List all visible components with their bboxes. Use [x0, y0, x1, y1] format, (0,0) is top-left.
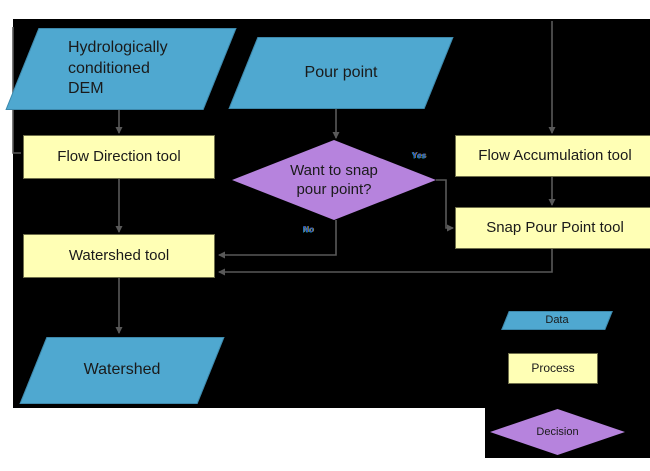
- node-label: Snap Pour Point tool: [486, 219, 624, 237]
- node-flow-direction-tool[interactable]: Flow Direction tool: [23, 135, 215, 179]
- legend-item-decision: Decision: [490, 409, 625, 455]
- legend-label: Process: [531, 360, 575, 375]
- node-snap-pour-point-tool[interactable]: Snap Pour Point tool: [455, 207, 650, 249]
- edge-no-to-watershedtool: [218, 220, 337, 259]
- node-label: Flow Direction tool: [57, 148, 181, 166]
- node-watershed-tool[interactable]: Watershed tool: [23, 234, 215, 278]
- node-label: Want to snap pour point?: [290, 161, 378, 198]
- node-watershed[interactable]: Watershed: [19, 337, 225, 404]
- node-hydrologically-conditioned-dem[interactable]: Hydrologically conditioned DEM: [5, 28, 237, 110]
- edge-label-yes: Yes: [412, 151, 427, 160]
- legend-item-data: Data: [501, 311, 613, 330]
- edge-yes-to-snap: [436, 179, 454, 232]
- edge-snap-to-watershedtool: [218, 249, 553, 276]
- node-label: Flow Accumulation tool: [478, 147, 632, 165]
- legend-item-process: Process: [508, 353, 598, 384]
- legend-label: Decision: [536, 425, 579, 438]
- edge-left-spine: [12, 27, 21, 154]
- edge-label-no: No: [303, 225, 315, 234]
- node-label: Hydrologically conditioned DEM: [68, 39, 168, 98]
- node-flow-accumulation-tool[interactable]: Flow Accumulation tool: [455, 135, 650, 177]
- legend-label: Data: [545, 314, 569, 327]
- node-want-to-snap-pour-point-decision[interactable]: Want to snap pour point?: [232, 140, 436, 220]
- node-label: Watershed: [83, 361, 161, 379]
- node-label: Watershed tool: [68, 247, 170, 265]
- node-pour-point[interactable]: Pour point: [228, 37, 454, 109]
- node-label: Pour point: [304, 63, 378, 81]
